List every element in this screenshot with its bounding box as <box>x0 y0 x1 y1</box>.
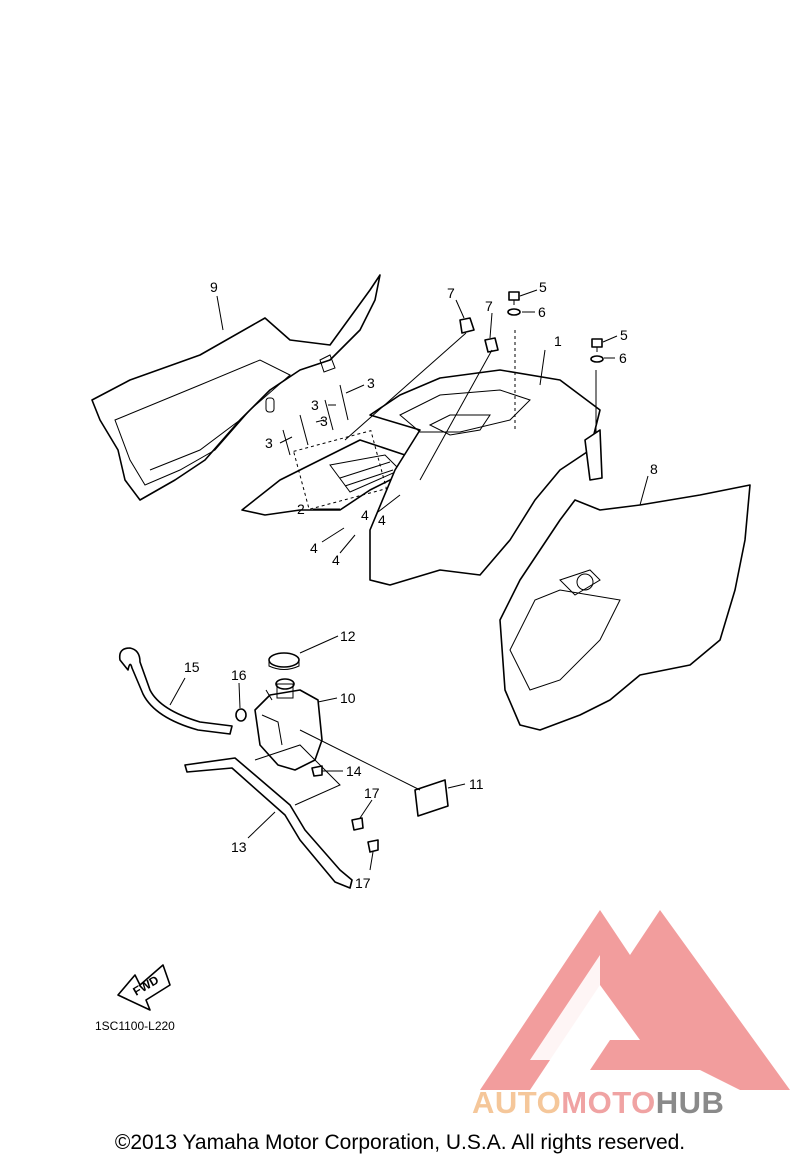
callout-7b: 7 <box>485 298 493 314</box>
part-15-hose <box>118 647 233 735</box>
callout-4b: 4 <box>378 512 386 528</box>
diagram-code: 1SC1100-L220 <box>95 1019 175 1033</box>
callout-17a: 17 <box>364 785 380 801</box>
callout-3b: 3 <box>311 397 319 413</box>
watermark-moto: MOTO <box>561 1085 656 1120</box>
callout-12: 12 <box>340 628 356 644</box>
callout-14: 14 <box>346 763 362 779</box>
callout-2: 2 <box>297 501 305 517</box>
part-1-front-fender <box>369 330 603 586</box>
callout-4d: 4 <box>332 552 340 568</box>
watermark-logo-icon <box>480 910 790 1090</box>
watermark-hub: HUB <box>655 1085 725 1120</box>
callout-10: 10 <box>340 690 356 706</box>
callout-3d: 3 <box>265 435 273 451</box>
part-11-label <box>414 779 449 817</box>
copyright-notice: ©2013 Yamaha Motor Corporation, U.S.A. A… <box>114 1131 686 1154</box>
callout-1: 1 <box>554 333 562 349</box>
callout-5b: 5 <box>620 327 628 343</box>
callout-15: 15 <box>184 659 200 675</box>
callout-7a: 7 <box>447 285 455 301</box>
callout-3c: 3 <box>320 413 328 429</box>
watermark-brand: AUTOMOTOHUB <box>472 1085 724 1121</box>
part-12-cap <box>268 652 300 670</box>
part-13-bracket <box>184 744 353 889</box>
callout-16: 16 <box>231 667 247 683</box>
bolts-washers <box>507 291 604 363</box>
screws-part-3 <box>282 384 388 510</box>
clips-part-7 <box>344 317 499 481</box>
watermark-auto: AUTO <box>472 1085 562 1120</box>
callout-9: 9 <box>210 279 218 295</box>
part-8-right-side-cover <box>499 484 751 731</box>
leader-lines <box>169 289 649 871</box>
callout-6a: 6 <box>538 304 546 320</box>
callout-6b: 6 <box>619 350 627 366</box>
callout-17b: 17 <box>355 875 371 891</box>
part-16-clamp <box>235 708 247 722</box>
callout-8: 8 <box>650 461 658 477</box>
part-9-left-side-cover <box>91 274 381 501</box>
callout-3a: 3 <box>367 375 375 391</box>
callout-11: 11 <box>469 776 484 792</box>
callout-4c: 4 <box>310 540 318 556</box>
callout-4a: 4 <box>361 507 369 523</box>
small-hardware <box>311 765 379 853</box>
fwd-arrow-icon: FWD <box>117 964 171 1011</box>
callout-13: 13 <box>231 839 247 855</box>
callout-5a: 5 <box>539 279 547 295</box>
